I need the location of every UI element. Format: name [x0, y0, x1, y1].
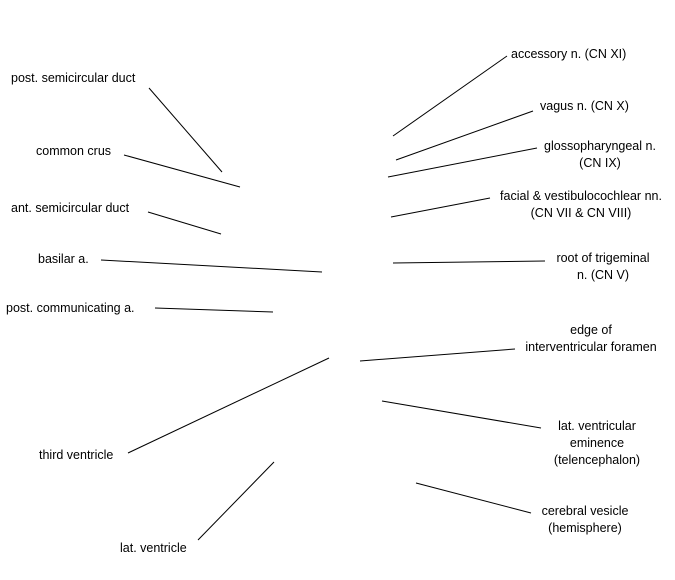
label-lat-ventricular-eminence: lat. ventricular eminence (telencephalon… — [541, 418, 653, 469]
label-line: facial & vestibulocochlear nn. — [500, 189, 662, 203]
label-common-crus: common crus — [36, 144, 112, 158]
leader-interventricular-foramen — [359, 348, 516, 362]
label-line: lat. ventricular — [558, 419, 636, 433]
label-line: interventricular foramen — [525, 340, 657, 354]
leader-third-ventricle — [127, 357, 330, 454]
leader-trigeminal-root — [392, 260, 546, 264]
label-trigeminal-root: root of trigeminal n. (CN V) — [546, 250, 660, 284]
label-line: glossopharyngeal n. — [544, 139, 656, 153]
leader-facial-vestibulocochlear — [390, 197, 491, 218]
leader-accessory-n — [392, 55, 508, 137]
leader-lat-ventricular-eminence — [381, 400, 542, 429]
label-interventricular-foramen: edge of interventricular foramen — [516, 322, 666, 356]
leader-cerebral-vesicle — [415, 482, 532, 514]
label-ant-semicircular-duct: ant. semicircular duct — [11, 201, 130, 215]
label-line: n. (CN V) — [576, 268, 630, 282]
label-cerebral-vesicle: cerebral vesicle (hemisphere) — [532, 503, 638, 537]
label-basilar-a: basilar a. — [38, 252, 89, 266]
label-vagus-n: vagus n. (CN X) — [540, 99, 629, 113]
label-line: cerebral vesicle — [541, 504, 629, 518]
label-glossopharyngeal-n: glossopharyngeal n. (CN IX) — [538, 138, 662, 172]
label-line: (hemisphere) — [548, 521, 622, 535]
leader-common-crus — [123, 154, 241, 188]
label-line: root of trigeminal — [556, 251, 650, 265]
label-line: (CN IX) — [579, 156, 621, 170]
label-line: eminence — [569, 436, 625, 450]
leader-post-communicating-a — [154, 307, 274, 313]
leader-lat-ventricle — [197, 461, 275, 541]
leader-ant-semicircular-duct — [147, 211, 222, 235]
label-post-communicating-a: post. communicating a. — [6, 301, 135, 315]
label-line: (telencephalon) — [553, 453, 641, 467]
label-accessory-n: accessory n. (CN XI) — [511, 47, 627, 61]
label-line: (CN VII & CN VIII) — [530, 206, 632, 220]
label-lat-ventricle: lat. ventricle — [120, 541, 187, 555]
leader-glossopharyngeal-n — [387, 147, 538, 178]
label-post-semicircular-duct: post. semicircular duct — [11, 71, 136, 85]
leader-post-semicircular-duct — [148, 87, 223, 173]
leader-vagus-n — [395, 110, 534, 161]
label-third-ventricle: third ventricle — [39, 448, 114, 462]
leader-basilar-a — [100, 259, 323, 273]
label-line: edge of — [570, 323, 612, 337]
label-facial-vestibulocochlear: facial & vestibulocochlear nn. (CN VII &… — [491, 188, 671, 222]
